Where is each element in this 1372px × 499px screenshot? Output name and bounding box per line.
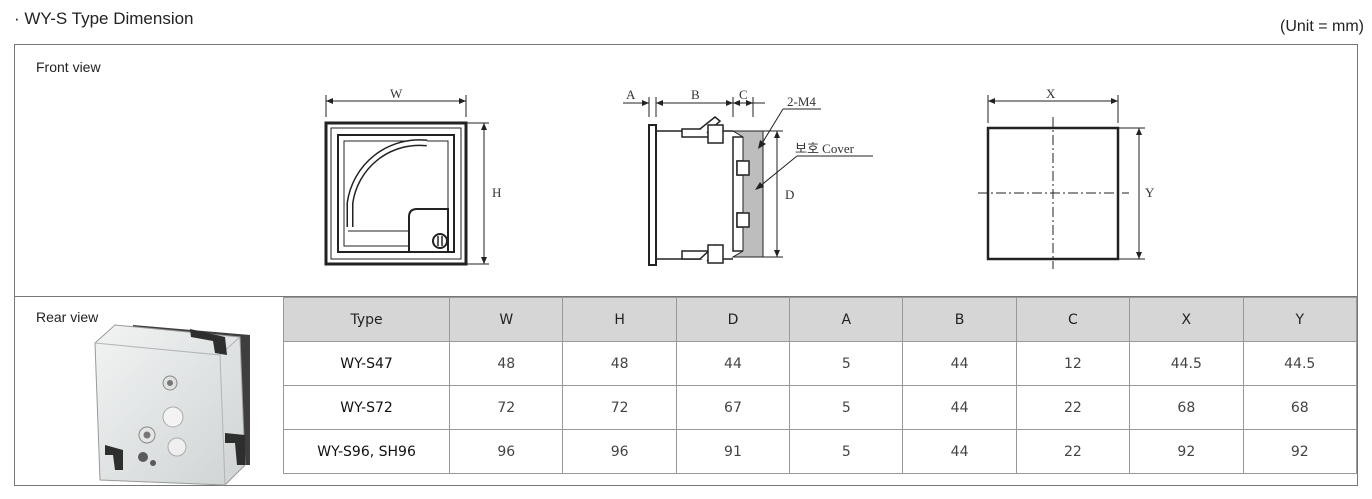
cell-c: 22 xyxy=(1015,429,1131,474)
cell-a: 5 xyxy=(789,341,904,386)
col-header-y: Y xyxy=(1242,297,1358,342)
cell-b: 44 xyxy=(902,429,1017,474)
meter-front-drawing xyxy=(324,95,489,266)
dim-label-h: H xyxy=(492,185,501,200)
cell-b: 44 xyxy=(902,385,1017,430)
cell-a: 5 xyxy=(789,385,904,430)
dim-label-w: W xyxy=(390,86,403,101)
col-header-c: C xyxy=(1015,297,1131,342)
col-header-x: X xyxy=(1129,297,1244,342)
cell-d: 44 xyxy=(675,341,791,386)
dimension-table: Type W H D A B C X Y WY-S47 48 48 44 5 4… xyxy=(282,297,1358,474)
dim-label-x: X xyxy=(1046,86,1056,101)
table-header-row: Type W H D A B C X Y xyxy=(282,297,1358,342)
dimension-frame: Front view xyxy=(14,44,1358,486)
cell-b: 44 xyxy=(902,341,1017,386)
table-row: WY-S47 48 48 44 5 44 12 44.5 44.5 xyxy=(282,341,1358,386)
rear-view-photo xyxy=(94,324,250,486)
cell-h: 48 xyxy=(562,341,677,386)
col-header-type: Type xyxy=(282,297,451,342)
dim-label-cover: 보호 Cover xyxy=(795,141,855,156)
cell-w: 96 xyxy=(449,429,564,474)
cell-a: 5 xyxy=(789,429,904,474)
cell-y: 92 xyxy=(1242,429,1358,474)
col-header-d: D xyxy=(675,297,791,342)
cell-c: 12 xyxy=(1015,341,1131,386)
cell-y: 68 xyxy=(1242,385,1358,430)
page-title: · WY-S Type Dimension xyxy=(14,9,194,28)
cell-h: 72 xyxy=(562,385,677,430)
rear-view-label: Rear view xyxy=(36,309,99,325)
table-row: WY-S72 72 72 67 5 44 22 68 68 xyxy=(282,385,1358,430)
cell-d: 67 xyxy=(675,385,791,430)
cell-x: 44.5 xyxy=(1129,341,1244,386)
cell-y: 44.5 xyxy=(1242,341,1358,386)
col-header-a: A xyxy=(789,297,904,342)
col-header-h: H xyxy=(562,297,677,342)
dim-label-b: B xyxy=(691,87,700,102)
meter-side-drawing xyxy=(623,97,873,266)
cell-c: 22 xyxy=(1015,385,1131,430)
cell-w: 48 xyxy=(449,341,564,386)
cell-x: 92 xyxy=(1129,429,1244,474)
cell-h: 96 xyxy=(562,429,677,474)
unit-note: (Unit = mm) xyxy=(1280,18,1364,35)
col-header-b: B xyxy=(902,297,1017,342)
dim-label-a: A xyxy=(626,87,636,102)
dim-label-m4: 2-M4 xyxy=(787,94,816,109)
cell-d: 91 xyxy=(675,429,791,474)
cell-w: 72 xyxy=(449,385,564,430)
dim-label-d: D xyxy=(785,187,794,202)
front-view-drawings: W H xyxy=(324,86,1155,269)
cell-type: WY-S96, SH96 xyxy=(282,429,451,474)
dim-label-y: Y xyxy=(1145,185,1155,200)
table-row: WY-S96, SH96 96 96 91 5 44 22 92 92 xyxy=(282,429,1358,474)
col-header-w: W xyxy=(449,297,564,342)
panel-cutout-drawing xyxy=(978,95,1145,269)
dim-label-c: C xyxy=(739,87,748,102)
cell-type: WY-S72 xyxy=(282,385,451,430)
front-view-label: Front view xyxy=(36,59,101,75)
cell-x: 68 xyxy=(1129,385,1244,430)
cell-type: WY-S47 xyxy=(282,341,451,386)
front-view-section: Front view xyxy=(15,45,1357,297)
